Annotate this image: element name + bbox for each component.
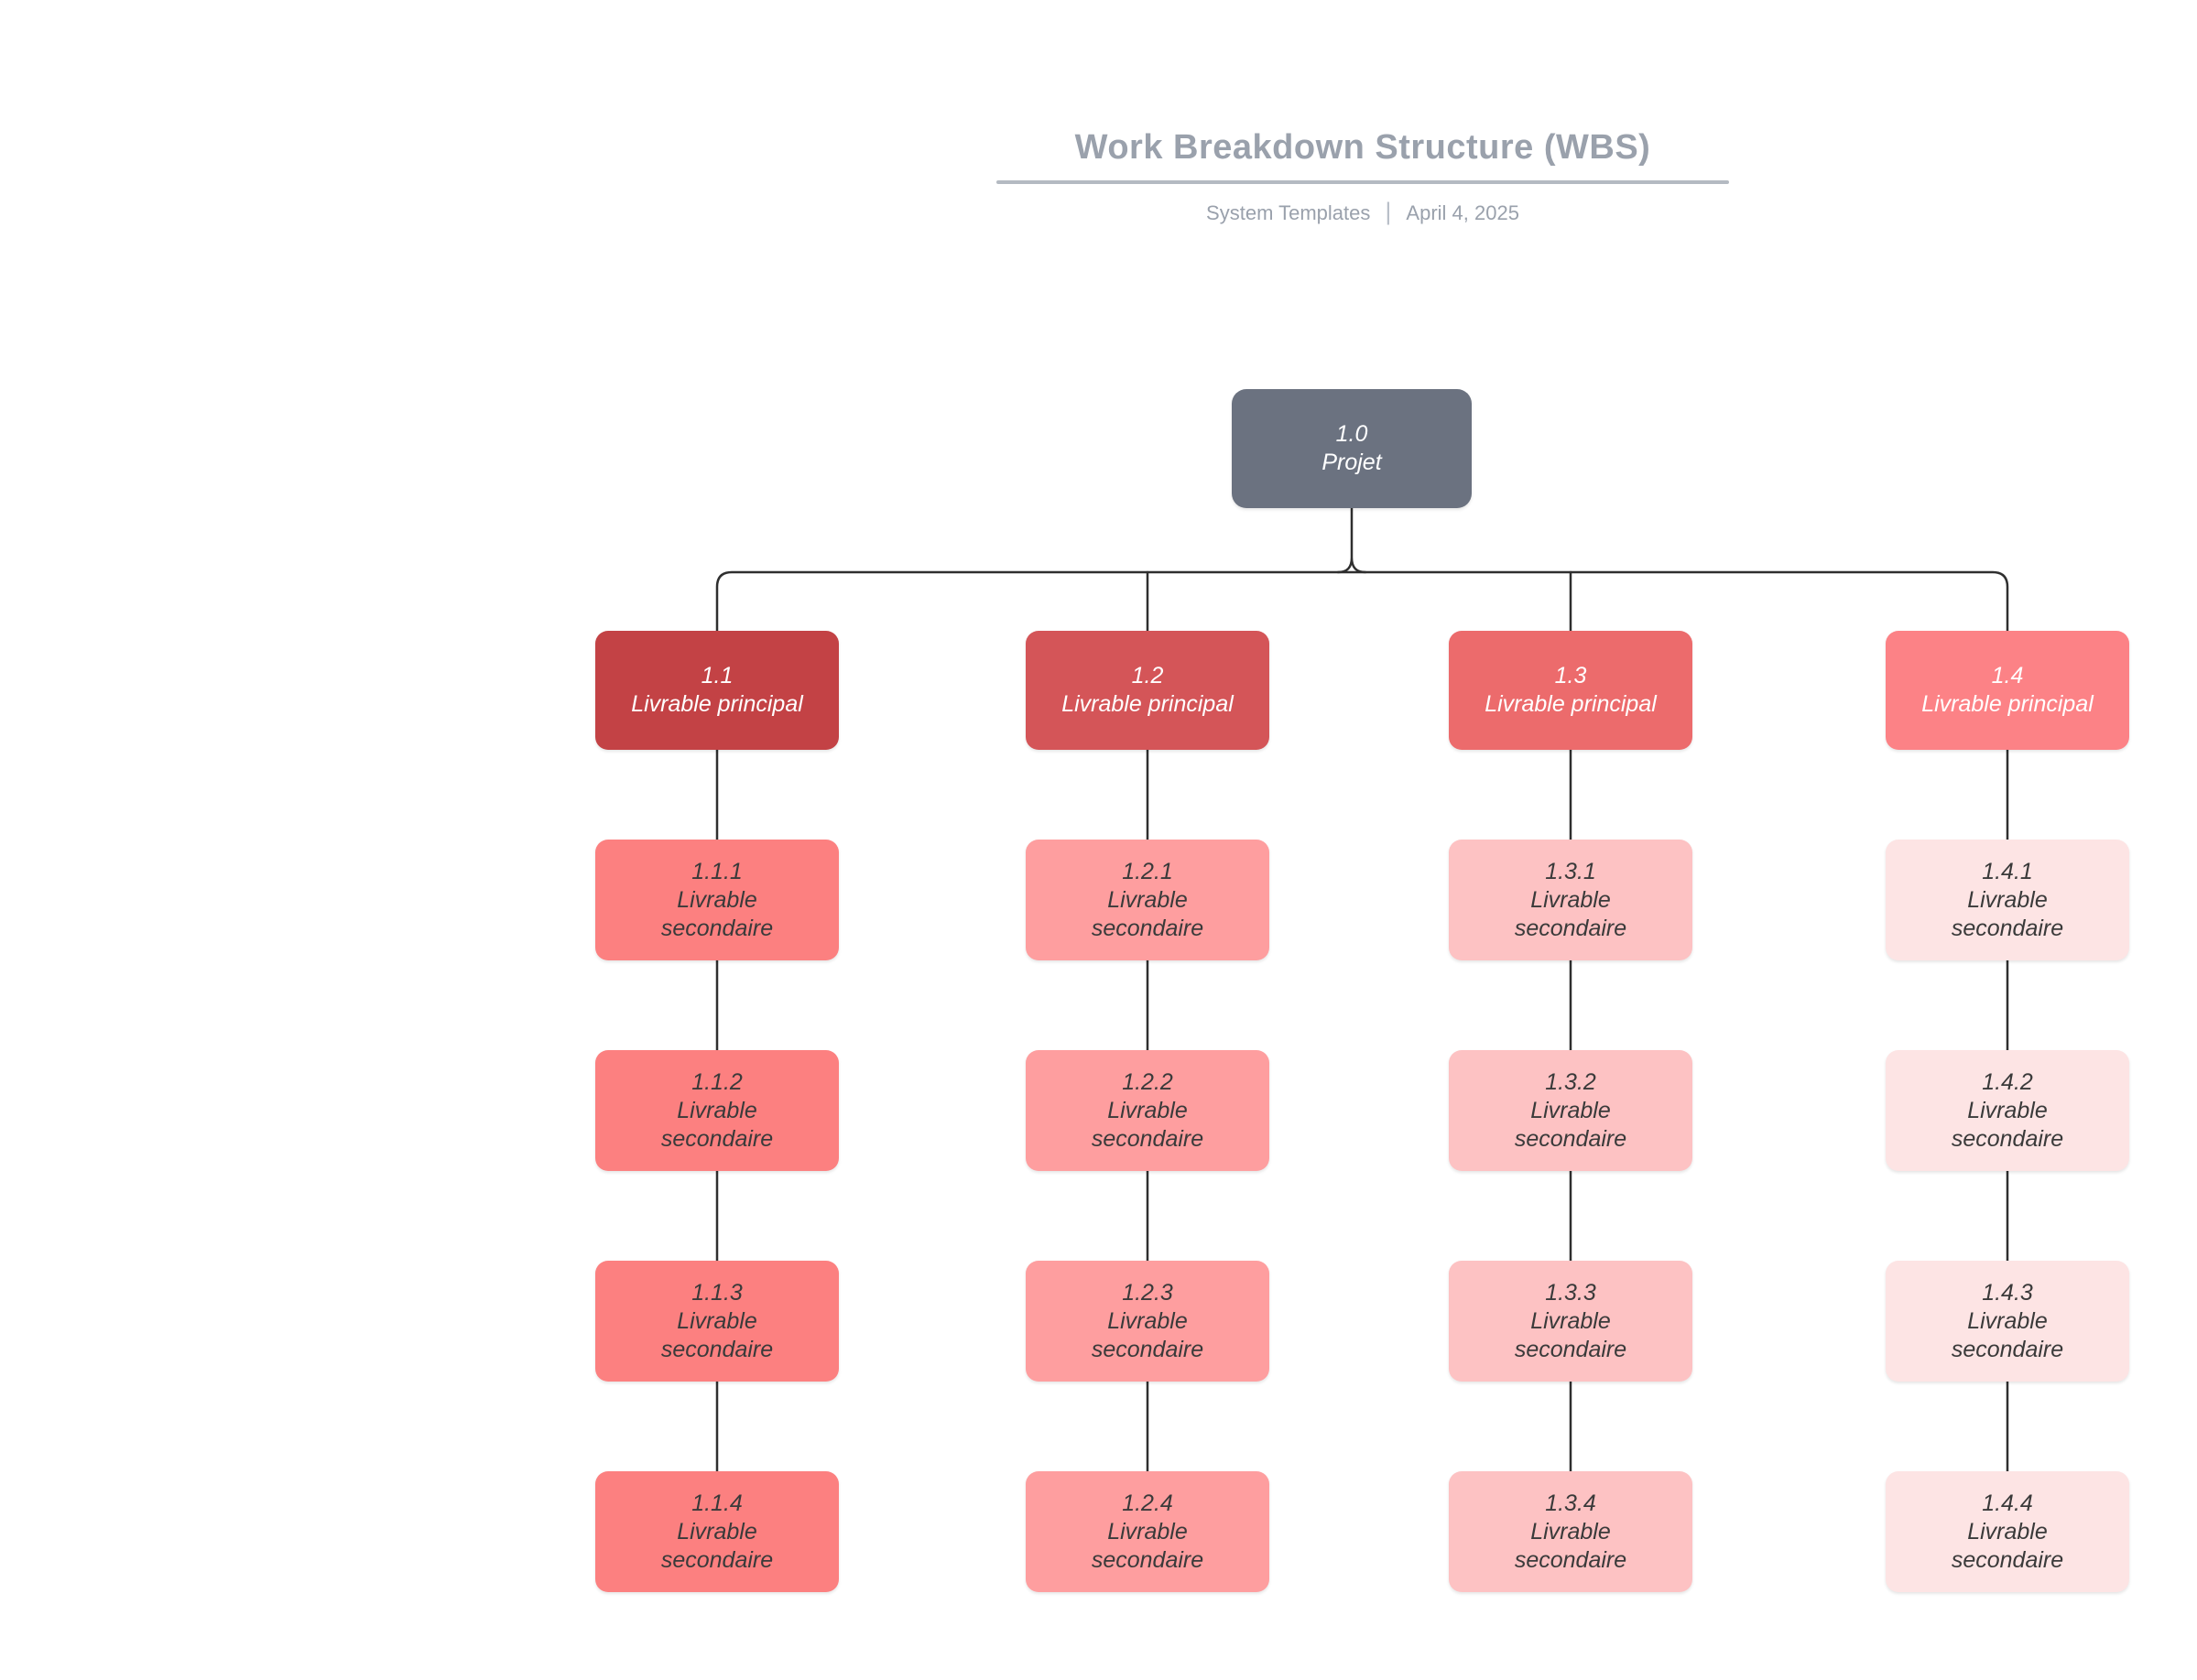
node-id: 1.2.4 xyxy=(1122,1490,1173,1516)
node-id: 1.2.3 xyxy=(1122,1279,1173,1306)
node-label: Livrable secondaire xyxy=(1951,886,2064,941)
node-1-4[interactable]: 1.4 Livrable principal xyxy=(1886,631,2129,750)
node-1-2-2[interactable]: 1.2.2 Livrable secondaire xyxy=(1026,1050,1269,1171)
node-label: Livrable secondaire xyxy=(660,1307,774,1362)
node-1-4-4[interactable]: 1.4.4 Livrable secondaire xyxy=(1886,1471,2129,1592)
node-id: 1.1.3 xyxy=(691,1279,743,1306)
node-label: Livrable principal xyxy=(1921,691,2094,717)
subtitle-author: System Templates xyxy=(1206,201,1371,224)
node-1-1-2[interactable]: 1.1.2 Livrable secondaire xyxy=(595,1050,839,1171)
node-id: 1.2.1 xyxy=(1122,858,1173,884)
node-1-0[interactable]: 1.0 Projet xyxy=(1232,389,1472,508)
node-id: 1.3 xyxy=(1554,663,1587,688)
node-label: Livrable secondaire xyxy=(1514,1307,1627,1362)
node-id: 1.1.4 xyxy=(691,1490,743,1516)
node-id: 1.1.2 xyxy=(691,1068,743,1095)
node-1-1-3[interactable]: 1.1.3 Livrable secondaire xyxy=(595,1261,839,1382)
node-1-1[interactable]: 1.1 Livrable principal xyxy=(595,631,839,750)
subtitle-separator: | xyxy=(1385,198,1392,225)
node-1-4-2[interactable]: 1.4.2 Livrable secondaire xyxy=(1886,1050,2129,1171)
node-label: Livrable secondaire xyxy=(1951,1097,2064,1152)
node-id: 1.0 xyxy=(1335,421,1368,447)
node-1-4-1[interactable]: 1.4.1 Livrable secondaire xyxy=(1886,840,2129,960)
node-1-2-3[interactable]: 1.2.3 Livrable secondaire xyxy=(1026,1261,1269,1382)
node-label: Projet xyxy=(1321,450,1382,475)
node-id: 1.1.1 xyxy=(691,858,743,884)
node-label: Livrable secondaire xyxy=(1951,1518,2064,1573)
node-label: Livrable secondaire xyxy=(1091,886,1204,941)
node-id: 1.4.1 xyxy=(1982,858,2033,884)
node-label: Livrable secondaire xyxy=(1514,886,1627,941)
node-id: 1.3.3 xyxy=(1545,1279,1596,1306)
main-rail-connector xyxy=(715,570,2009,633)
node-label: Livrable principal xyxy=(1485,691,1657,717)
node-1-3-2[interactable]: 1.3.2 Livrable secondaire xyxy=(1449,1050,1692,1171)
node-id: 1.2.2 xyxy=(1122,1068,1173,1095)
node-label: Livrable secondaire xyxy=(660,1097,774,1152)
node-1-2[interactable]: 1.2 Livrable principal xyxy=(1026,631,1269,750)
node-id: 1.3.2 xyxy=(1545,1068,1596,1095)
node-1-1-1[interactable]: 1.1.1 Livrable secondaire xyxy=(595,840,839,960)
node-id: 1.4.4 xyxy=(1982,1490,2033,1516)
node-label: Livrable secondaire xyxy=(1951,1307,2064,1362)
node-id: 1.4.3 xyxy=(1982,1279,2033,1306)
node-label: Livrable secondaire xyxy=(1514,1518,1627,1573)
subtitle: System Templates | April 4, 2025 xyxy=(951,198,1775,227)
node-1-4-3[interactable]: 1.4.3 Livrable secondaire xyxy=(1886,1261,2129,1382)
node-id: 1.3.1 xyxy=(1545,858,1596,884)
subtitle-date: April 4, 2025 xyxy=(1406,201,1519,224)
node-id: 1.2 xyxy=(1131,663,1164,688)
node-1-3-3[interactable]: 1.3.3 Livrable secondaire xyxy=(1449,1261,1692,1382)
node-id: 1.1 xyxy=(701,663,734,688)
node-label: Livrable secondaire xyxy=(660,1518,774,1573)
node-label: Livrable secondaire xyxy=(660,886,774,941)
page-title: Work Breakdown Structure (WBS) xyxy=(1074,128,1651,167)
node-1-2-1[interactable]: 1.2.1 Livrable secondaire xyxy=(1026,840,1269,960)
root-drop-connector xyxy=(1336,506,1367,574)
node-label: Livrable secondaire xyxy=(1514,1097,1627,1152)
node-label: Livrable secondaire xyxy=(1091,1097,1204,1152)
header: Work Breakdown Structure (WBS) System Te… xyxy=(951,128,1775,227)
node-label: Livrable principal xyxy=(1061,691,1234,717)
stub-connectors xyxy=(1146,570,1572,633)
node-label: Livrable secondaire xyxy=(1091,1518,1204,1573)
node-id: 1.4 xyxy=(1991,663,2024,688)
node-1-1-4[interactable]: 1.1.4 Livrable secondaire xyxy=(595,1471,839,1592)
node-1-2-4[interactable]: 1.2.4 Livrable secondaire xyxy=(1026,1471,1269,1592)
node-id: 1.4.2 xyxy=(1982,1068,2033,1095)
node-1-3-4[interactable]: 1.3.4 Livrable secondaire xyxy=(1449,1471,1692,1592)
node-1-3[interactable]: 1.3 Livrable principal xyxy=(1449,631,1692,750)
node-1-3-1[interactable]: 1.3.1 Livrable secondaire xyxy=(1449,840,1692,960)
title-underline xyxy=(996,180,1729,184)
node-label: Livrable principal xyxy=(631,691,803,717)
node-label: Livrable secondaire xyxy=(1091,1307,1204,1362)
node-id: 1.3.4 xyxy=(1545,1490,1596,1516)
